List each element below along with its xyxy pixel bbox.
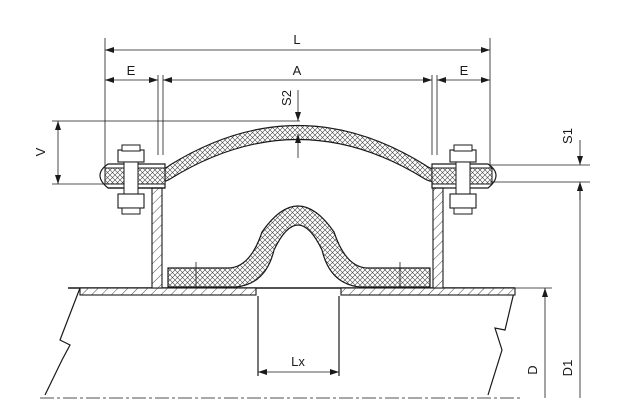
label-V: V xyxy=(33,147,48,156)
upper-arch-element xyxy=(109,125,489,184)
dimension-L: L xyxy=(105,32,490,53)
label-E-right: E xyxy=(460,63,469,78)
label-S2: S2 xyxy=(279,90,294,106)
side-wall-left xyxy=(151,187,163,289)
base-flange-right xyxy=(340,287,516,296)
dimension-E-right: E xyxy=(437,63,490,83)
bolt-right xyxy=(449,144,477,215)
dimension-E-left: E xyxy=(105,63,158,83)
base-flange-left xyxy=(79,287,257,296)
dimension-V: V xyxy=(33,121,61,184)
dimension-Lx: Lx xyxy=(258,354,339,375)
dimension-D: D xyxy=(525,288,548,398)
pipe xyxy=(40,287,520,399)
label-D: D xyxy=(525,365,540,374)
dimension-D1: D1 xyxy=(560,182,583,398)
label-D1: D1 xyxy=(560,360,575,377)
label-A: A xyxy=(293,63,302,78)
side-wall-right xyxy=(432,187,444,289)
label-S1: S1 xyxy=(560,128,575,144)
label-E-left: E xyxy=(127,63,136,78)
dimension-A: A xyxy=(163,63,432,83)
inner-corrugation xyxy=(167,205,431,288)
label-Lx: Lx xyxy=(291,354,305,369)
dimension-S1: S1 xyxy=(560,128,583,200)
label-L: L xyxy=(293,32,300,47)
bolt-left xyxy=(117,144,145,215)
dimension-S2: S2 xyxy=(279,90,301,158)
